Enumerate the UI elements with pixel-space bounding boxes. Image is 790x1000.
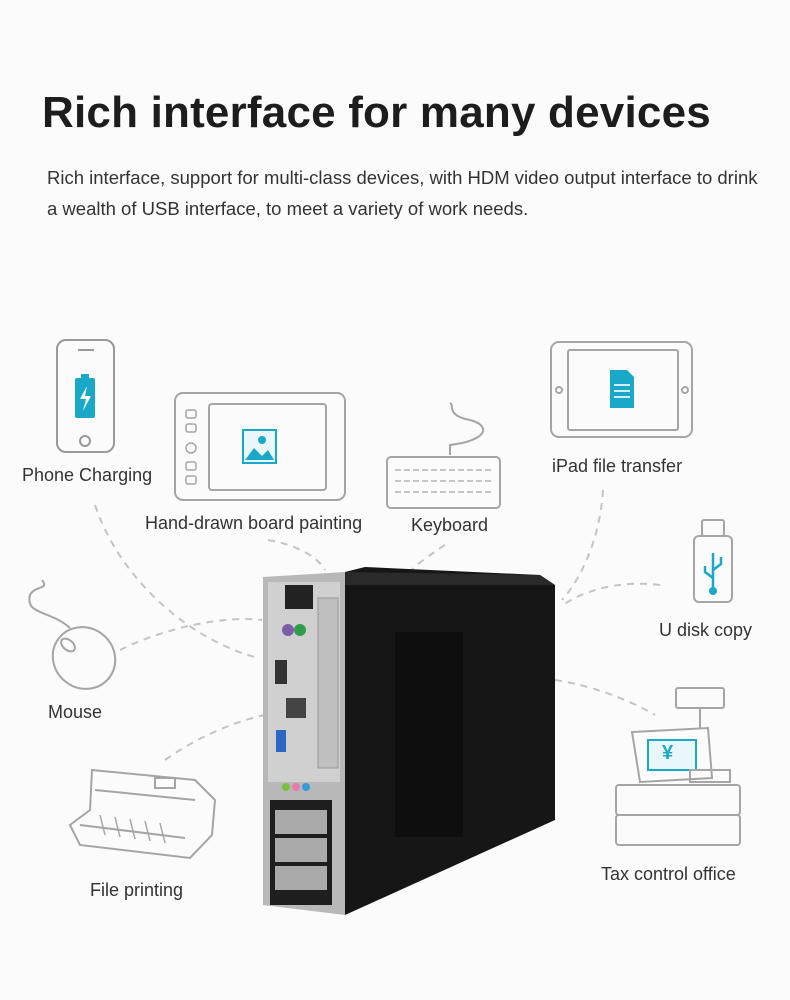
drawing-board-icon	[174, 392, 346, 501]
label-drawing-board: Hand-drawn board painting	[145, 513, 363, 533]
vent-grille	[395, 632, 463, 837]
description: Rich interface, support for multi-class …	[47, 167, 758, 219]
label-mouse: Mouse	[48, 702, 103, 722]
phone-icon	[56, 339, 115, 453]
yen-symbol: ¥	[662, 742, 674, 764]
label-keyboard: Keyboard	[411, 515, 489, 535]
page-title: Rich interface for many devices	[42, 88, 711, 137]
connector-lines	[94, 489, 661, 761]
cash-register-icon	[615, 687, 741, 846]
printer-icon	[68, 768, 217, 860]
keyboard-icon	[386, 402, 501, 509]
label-phone-charging: Phone Charging	[22, 465, 153, 485]
label-usb: U disk copy	[659, 620, 753, 640]
label-printer: File printing	[90, 880, 184, 900]
label-tax: Tax control office	[601, 864, 736, 884]
usb-drive-icon	[693, 519, 733, 603]
pc-tower	[263, 567, 555, 915]
power-socket	[285, 585, 313, 609]
mouse-icon	[28, 579, 117, 690]
label-ipad: iPad file transfer	[552, 456, 683, 476]
ipad-icon	[550, 341, 693, 438]
